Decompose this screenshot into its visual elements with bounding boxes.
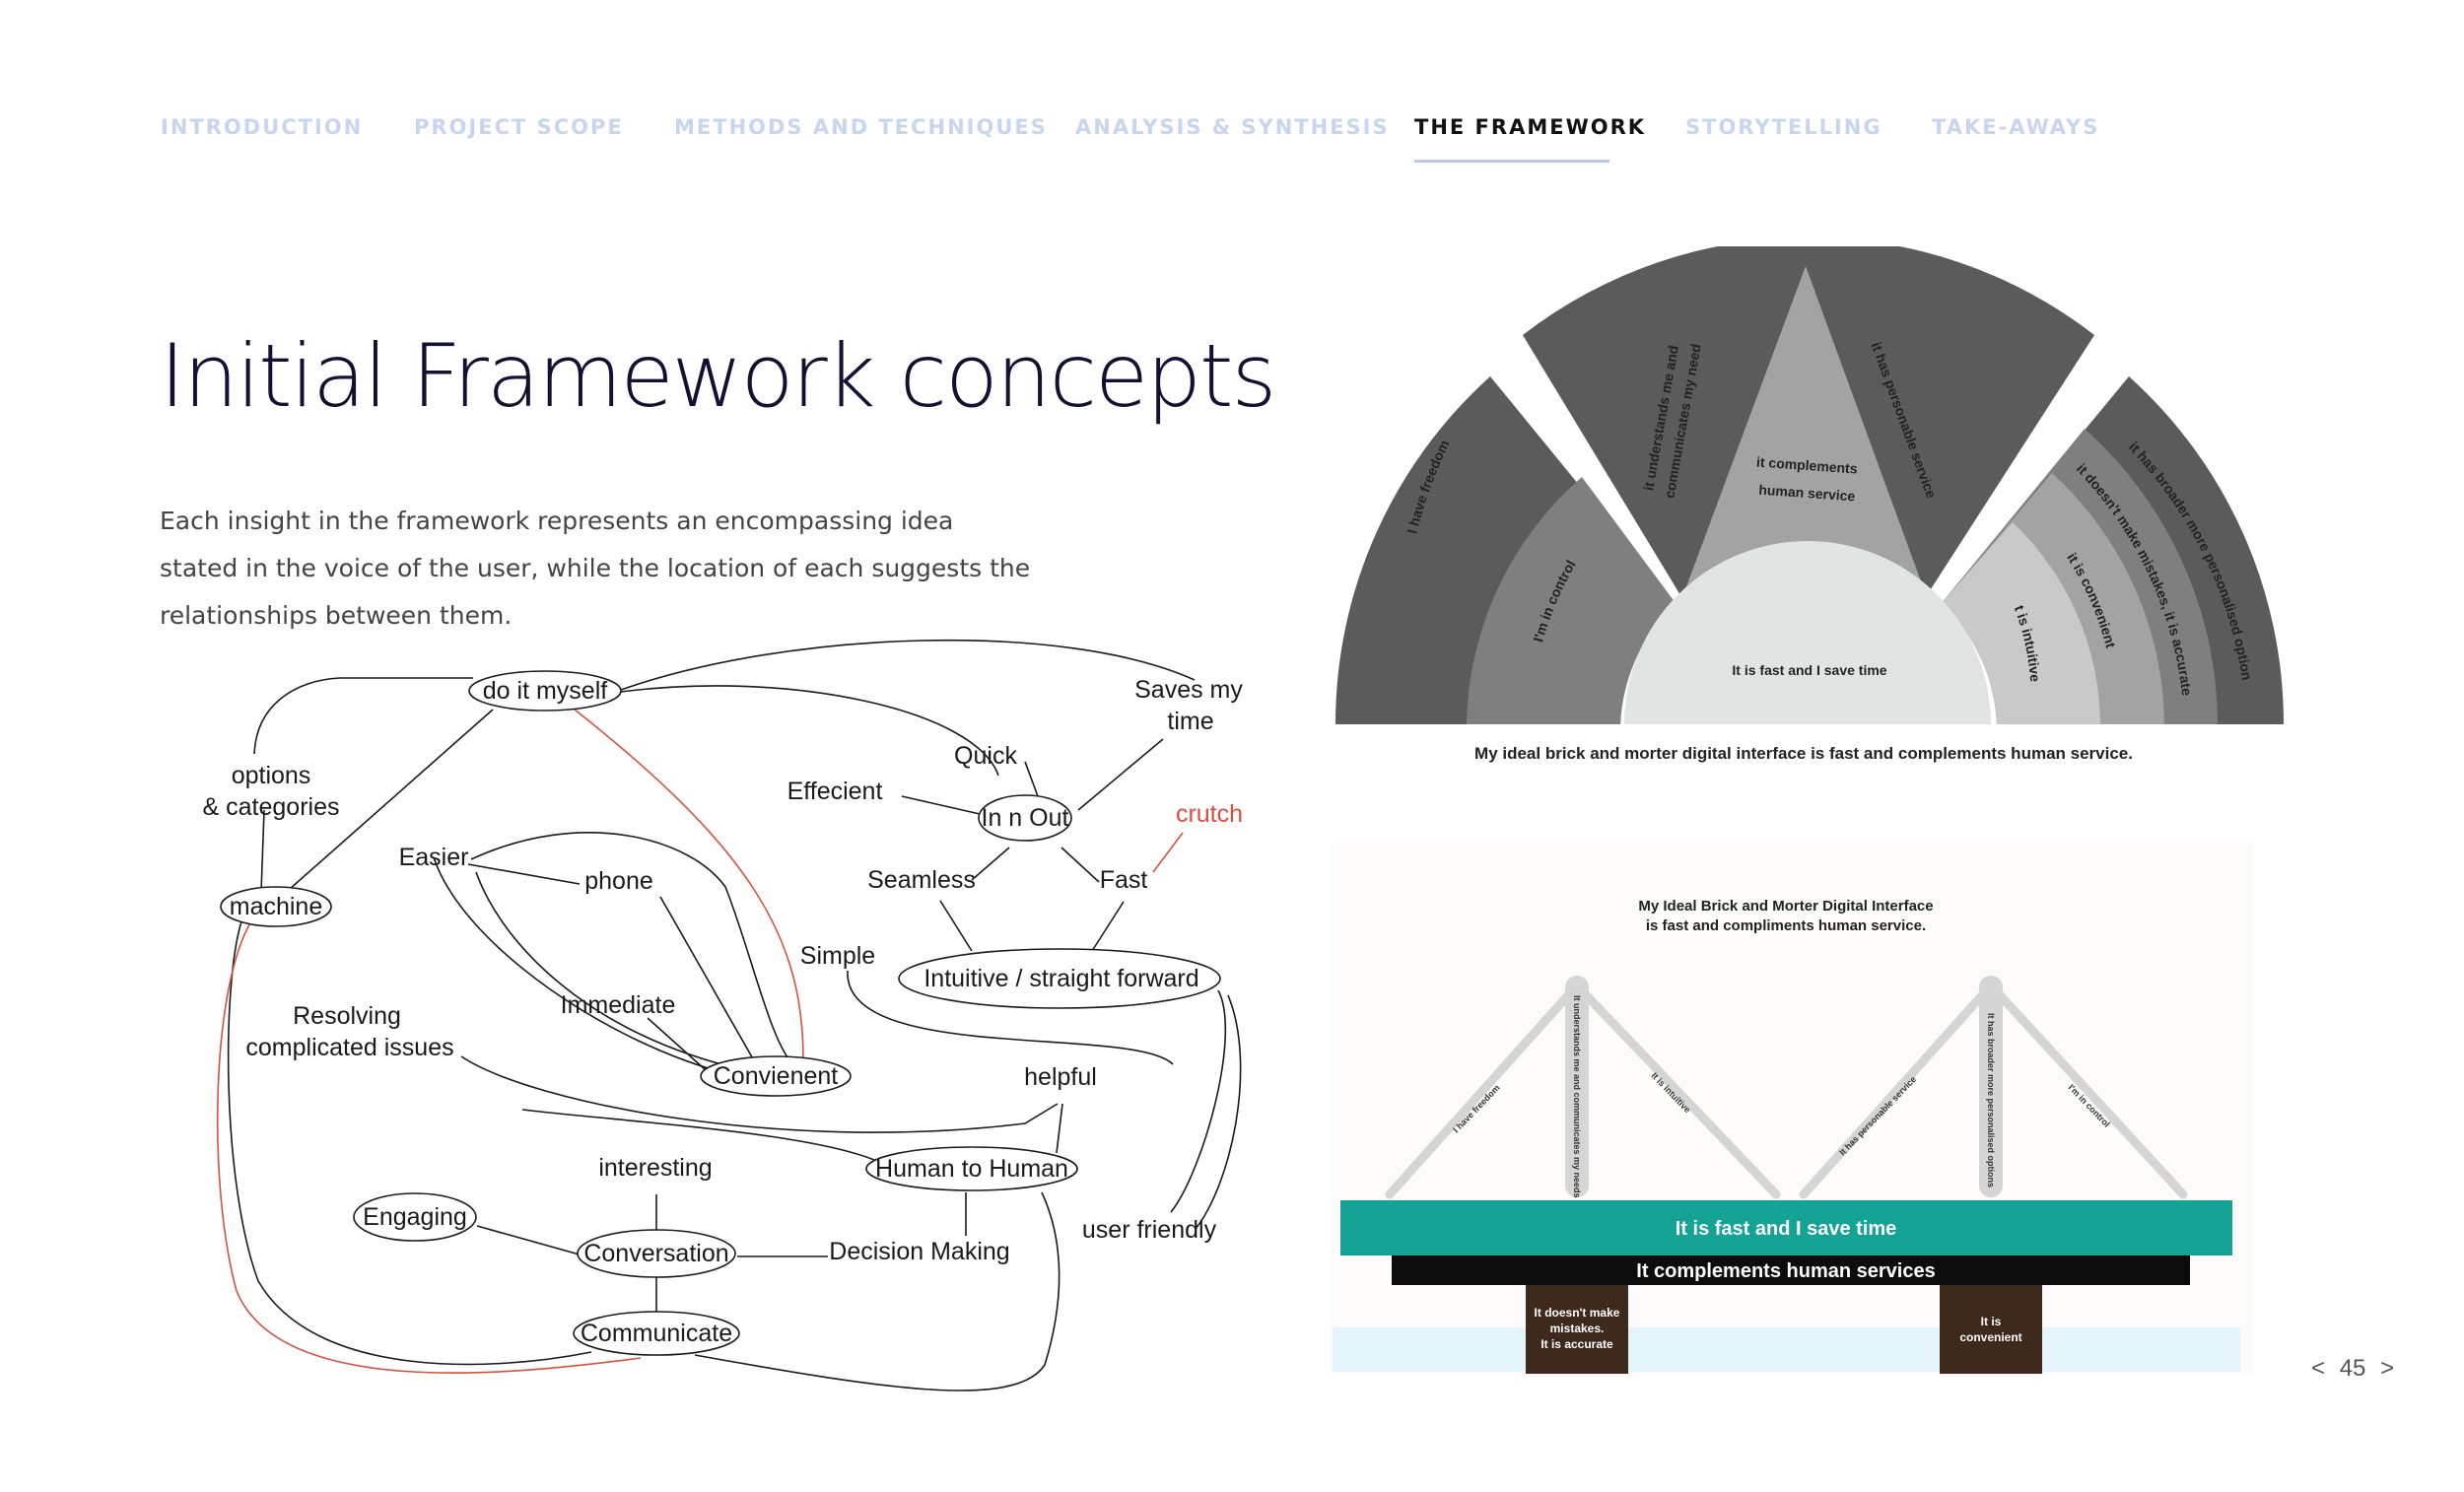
active-tab-underline [1414,160,1609,163]
node-quick: Quick [954,742,1017,770]
nav-introduction[interactable]: INTRODUCTION [161,115,364,139]
node-in-n-out: In n Out [982,804,1069,832]
node-saves-my-time: Saves my [1134,676,1243,704]
intro-paragraph: Each insight in the framework represents… [160,498,1031,640]
node-options: & categories [203,793,340,821]
bridge-pylon-label: It has broader more personalised options [1986,1013,1996,1187]
section-nav: INTRODUCTION PROJECT SCOPE METHODS AND T… [0,110,2464,170]
concept-mindmap: do it myself Saves my time options & cat… [203,639,1244,1391]
fan-framework-diagram: it complements human service It is fast … [1321,246,2285,763]
bridge-cables [1385,981,2188,1199]
intro-line: Each insight in the framework represents… [160,507,954,535]
bridge-pillar-label: convenient [1959,1330,2021,1344]
nav-take-aways[interactable]: TAKE-AWAYS [1932,115,2100,139]
page-number: 45 [2339,1355,2366,1382]
bridge-diagram: My Ideal Brick and Morter Digital Interf… [1331,843,2252,1375]
intro-line: stated in the voice of the user, while t… [160,554,1031,582]
intro-line: relationships between them. [160,601,513,630]
node-machine: machine [230,893,323,920]
bridge-water [1333,1327,2240,1372]
node-human-to-human: Human to Human [875,1155,1068,1183]
node-decision-making: Decision Making [829,1238,1009,1265]
bridge-pillar-label: It is [1981,1315,2002,1328]
nav-methods-and-techniques[interactable]: METHODS AND TECHNIQUES [674,115,1048,139]
node-communicate: Communicate [581,1320,732,1347]
node-immediate: Immediate [561,991,676,1019]
fan-segment-complements [1685,266,1924,589]
bridge-pillar [1526,1285,1628,1374]
node-resolving: complicated issues [245,1034,453,1061]
node-fast: Fast [1100,866,1148,894]
bridge-beam-label: It complements human services [1636,1260,1935,1282]
bridge-pillar-label: It doesn't make [1535,1306,1620,1320]
mindmap-node-outlines [220,670,1221,1356]
bridge-pylons [1565,976,2003,1197]
bridge-title: My Ideal Brick and Morter Digital Interf… [1638,898,1933,915]
bridge-beam [1392,1255,2190,1285]
fan-caption: My ideal brick and morter digital interf… [1474,744,2133,763]
fan-label-complements: human service [1758,482,1856,505]
prev-page-button[interactable]: < [2311,1355,2326,1382]
node-convienent: Convienent [714,1062,839,1090]
node-intuitive: Intuitive / straight forward [924,965,1198,992]
page-title: Initial Framework concepts [160,325,1276,427]
bridge-pillar-labels: It doesn't make mistakes. It is accurate… [1535,1306,2022,1351]
bridge-pylon-label: It understands me and communicates my ne… [1572,995,1582,1198]
mindmap-connections [227,639,1242,1391]
node-user-friendly: user friendly [1082,1216,1217,1244]
node-resolving: Resolving [293,1002,401,1030]
node-interesting: interesting [598,1154,712,1182]
node-engaging: Engaging [363,1203,467,1231]
node-crutch: crutch [1176,800,1243,828]
node-seamless: Seamless [867,866,976,894]
fan-center [1624,541,1991,724]
bridge-title: is fast and compliments human service. [1646,917,1926,934]
fan-segment-intuitive [1942,522,2100,724]
nav-project-scope[interactable]: PROJECT SCOPE [414,115,624,139]
fan-label-complements: it complements [1756,453,1859,476]
node-conversation: Conversation [583,1240,728,1267]
bridge-deck [1340,1200,2232,1255]
next-page-button[interactable]: > [2380,1355,2395,1382]
nav-storytelling[interactable]: STORYTELLING [1685,115,1882,139]
bridge-pillar [1940,1285,2042,1374]
node-effecient: Effecient [787,778,883,805]
node-do-it-myself: do it myself [483,677,607,705]
node-helpful: helpful [1024,1063,1097,1091]
fan-segment-control [1467,477,1676,724]
nav-analysis-synthesis[interactable]: ANALYSIS & SYNTHESIS [1075,115,1390,139]
mindmap-labels: do it myself Saves my time options & cat… [203,676,1244,1347]
node-saves-my-time: time [1167,708,1213,735]
bridge-deck-label: It is fast and I save time [1676,1218,1897,1240]
mindmap-red-connections [216,709,1184,1374]
pagination: < 45 > [2311,1355,2394,1383]
node-options: options [232,762,311,789]
node-easier: Easier [399,844,469,871]
bridge-pillar-label: mistakes. [1550,1322,1605,1335]
nav-the-framework[interactable]: THE FRAMEWORK [1414,115,1647,139]
node-phone: phone [584,867,653,895]
fan-label-fast: It is fast and I save time [1732,662,1886,678]
bridge-pillar-label: It is accurate [1540,1337,1613,1351]
node-simple: Simple [800,942,875,970]
